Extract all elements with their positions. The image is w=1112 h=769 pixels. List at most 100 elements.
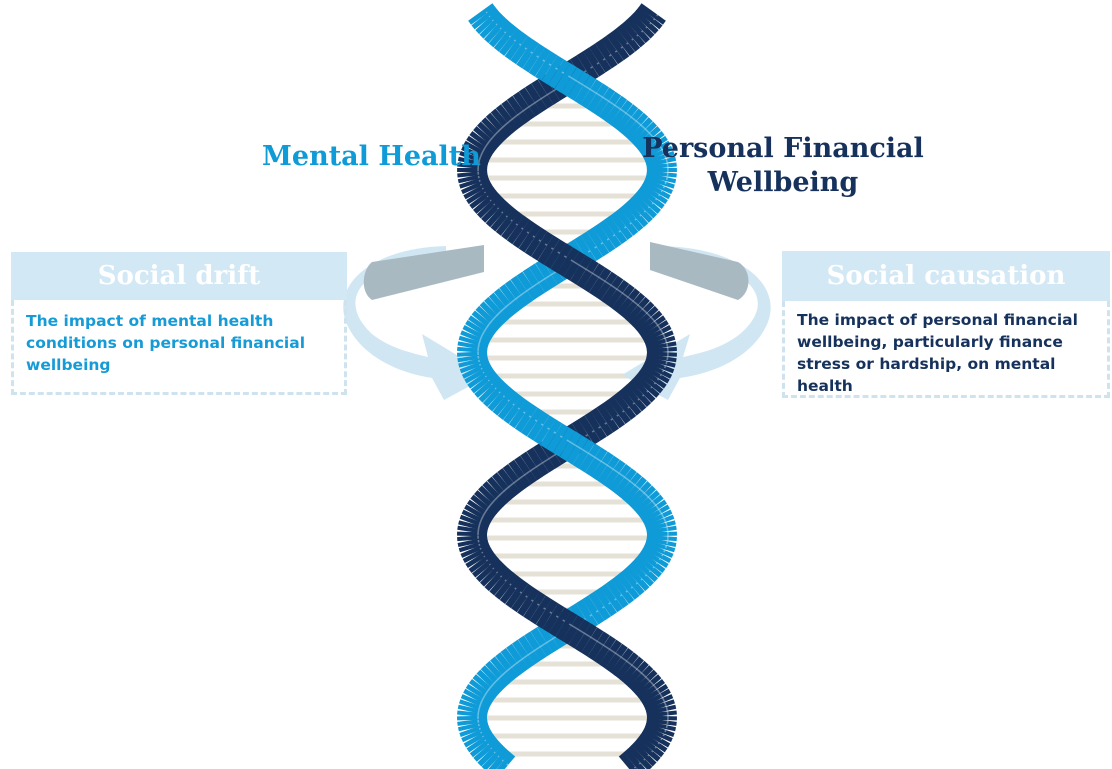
mental-health-strand-segment (522, 267, 546, 297)
mental-health-strand-segment (535, 259, 558, 289)
strand-highlight (517, 475, 524, 481)
strand-highlight (664, 155, 668, 161)
mental-health-strand-segment (499, 284, 523, 312)
mental-health-strand-segment (457, 353, 488, 363)
mental-health-strand-segment (520, 407, 544, 437)
mental-health-strand-segment (646, 525, 677, 535)
strand-highlight (662, 515, 666, 521)
strand-highlight (501, 123, 507, 129)
mental-health-strand-segment (596, 455, 620, 485)
mental-health-strand-segment (541, 55, 564, 85)
financial-strand-segment (642, 688, 671, 708)
financial-strand-segment (644, 358, 675, 374)
strand-highlight (498, 491, 504, 497)
strand-highlight (481, 695, 486, 701)
financial-strand-segment (593, 635, 617, 665)
strand-highlight (522, 471, 530, 477)
financial-strand-segment (635, 310, 663, 334)
strand-highlight (613, 651, 620, 657)
financial-strand-segment (502, 463, 526, 493)
strand-highlight (483, 691, 488, 697)
mental-health-strand-segment (642, 140, 671, 160)
social-causation-description: The impact of personal financial wellbei… (782, 301, 1110, 398)
financial-strand-segment (635, 6, 663, 30)
mental-health-strand-segment (644, 514, 675, 530)
strand-highlight (479, 335, 483, 341)
mental-health-strand-segment (471, 310, 499, 334)
mental-health-strand-segment (631, 193, 658, 219)
mental-health-strand-segment (622, 476, 647, 504)
strand-highlight (537, 643, 545, 649)
mental-health-strand-segment (641, 504, 670, 524)
mental-health-strand-segment (637, 131, 665, 153)
mental-health-strand-segment (592, 87, 616, 117)
financial-strand-segment (617, 388, 642, 416)
financial-strand-segment (520, 451, 543, 481)
strand-highlight (608, 283, 616, 289)
mental-health-strand-segment (637, 187, 665, 209)
social-drift-title: Social drift (11, 252, 347, 300)
mental-health-strand-segment (594, 587, 617, 617)
strand-highlight (660, 147, 665, 153)
financial-strand-segment (501, 211, 525, 241)
financial-strand-segment (499, 576, 524, 604)
strand-highlight (656, 11, 661, 17)
mental-health-strand-segment (608, 463, 632, 493)
financial-strand-segment (624, 660, 649, 688)
strand-highlight (486, 139, 492, 145)
financial-strand-segment (612, 392, 637, 420)
financial-strand-segment (484, 564, 510, 592)
strand-highlight (546, 455, 554, 461)
financial-strand-segment (489, 568, 514, 596)
strand-highlight (600, 95, 608, 101)
mental-health-strand-segment (464, 364, 493, 384)
strand-highlight (645, 311, 651, 317)
mental-health-strand-segment (640, 135, 668, 157)
mental-health-strand-segment (461, 361, 491, 379)
mental-health-strand-segment (582, 595, 605, 625)
mental-health-strand-segment (459, 723, 490, 737)
mental-health-strand-segment (633, 490, 660, 514)
financial-strand-segment (610, 648, 634, 676)
financial-strand-segment (458, 520, 489, 532)
mental-health-strand-segment (459, 358, 490, 374)
financial-strand-segment (463, 180, 492, 200)
strand-highlight (657, 143, 662, 149)
financial-strand-segment (537, 235, 560, 265)
financial-strand-segment (645, 335, 676, 349)
financial-strand-segment (561, 615, 585, 645)
financial-strand-segment (646, 341, 677, 351)
mental-health-strand-segment (548, 59, 571, 89)
mental-health-strand-segment (497, 392, 522, 420)
mental-health-strand-segment (644, 542, 674, 558)
mental-health-strand-segment (468, 3, 496, 25)
mental-health-strand-segment (634, 126, 661, 150)
financial-strand-segment (635, 674, 662, 698)
financial-strand-segment (476, 193, 503, 219)
strand-highlight (664, 703, 668, 709)
strand-highlight (601, 643, 609, 649)
financial-strand-segment (645, 356, 676, 368)
financial-strand-segment (632, 305, 659, 331)
financial-strand-segment (526, 447, 549, 477)
financial-strand-segment (492, 472, 516, 500)
strand-highlight (482, 511, 487, 517)
strand-highlight (637, 487, 644, 493)
mental-health-strand-segment (572, 439, 595, 469)
strand-highlight (567, 75, 576, 81)
financial-strand-segment (473, 126, 500, 150)
financial-strand-segment (457, 156, 489, 168)
mental-health-strand-segment (514, 403, 538, 433)
mental-health-strand-segment (493, 24, 518, 52)
mental-health-strand-segment (488, 292, 514, 320)
strand-highlight (505, 667, 512, 673)
financial-strand-segment (582, 263, 606, 293)
financial-strand-segment (639, 367, 667, 389)
mental-health-strand-segment (462, 325, 492, 343)
social-causation-title: Social causation (782, 251, 1110, 301)
financial-strand-segment (479, 561, 506, 587)
mental-health-strand-segment (646, 537, 677, 547)
strand-highlight (581, 83, 589, 89)
strand-highlight (625, 295, 633, 301)
